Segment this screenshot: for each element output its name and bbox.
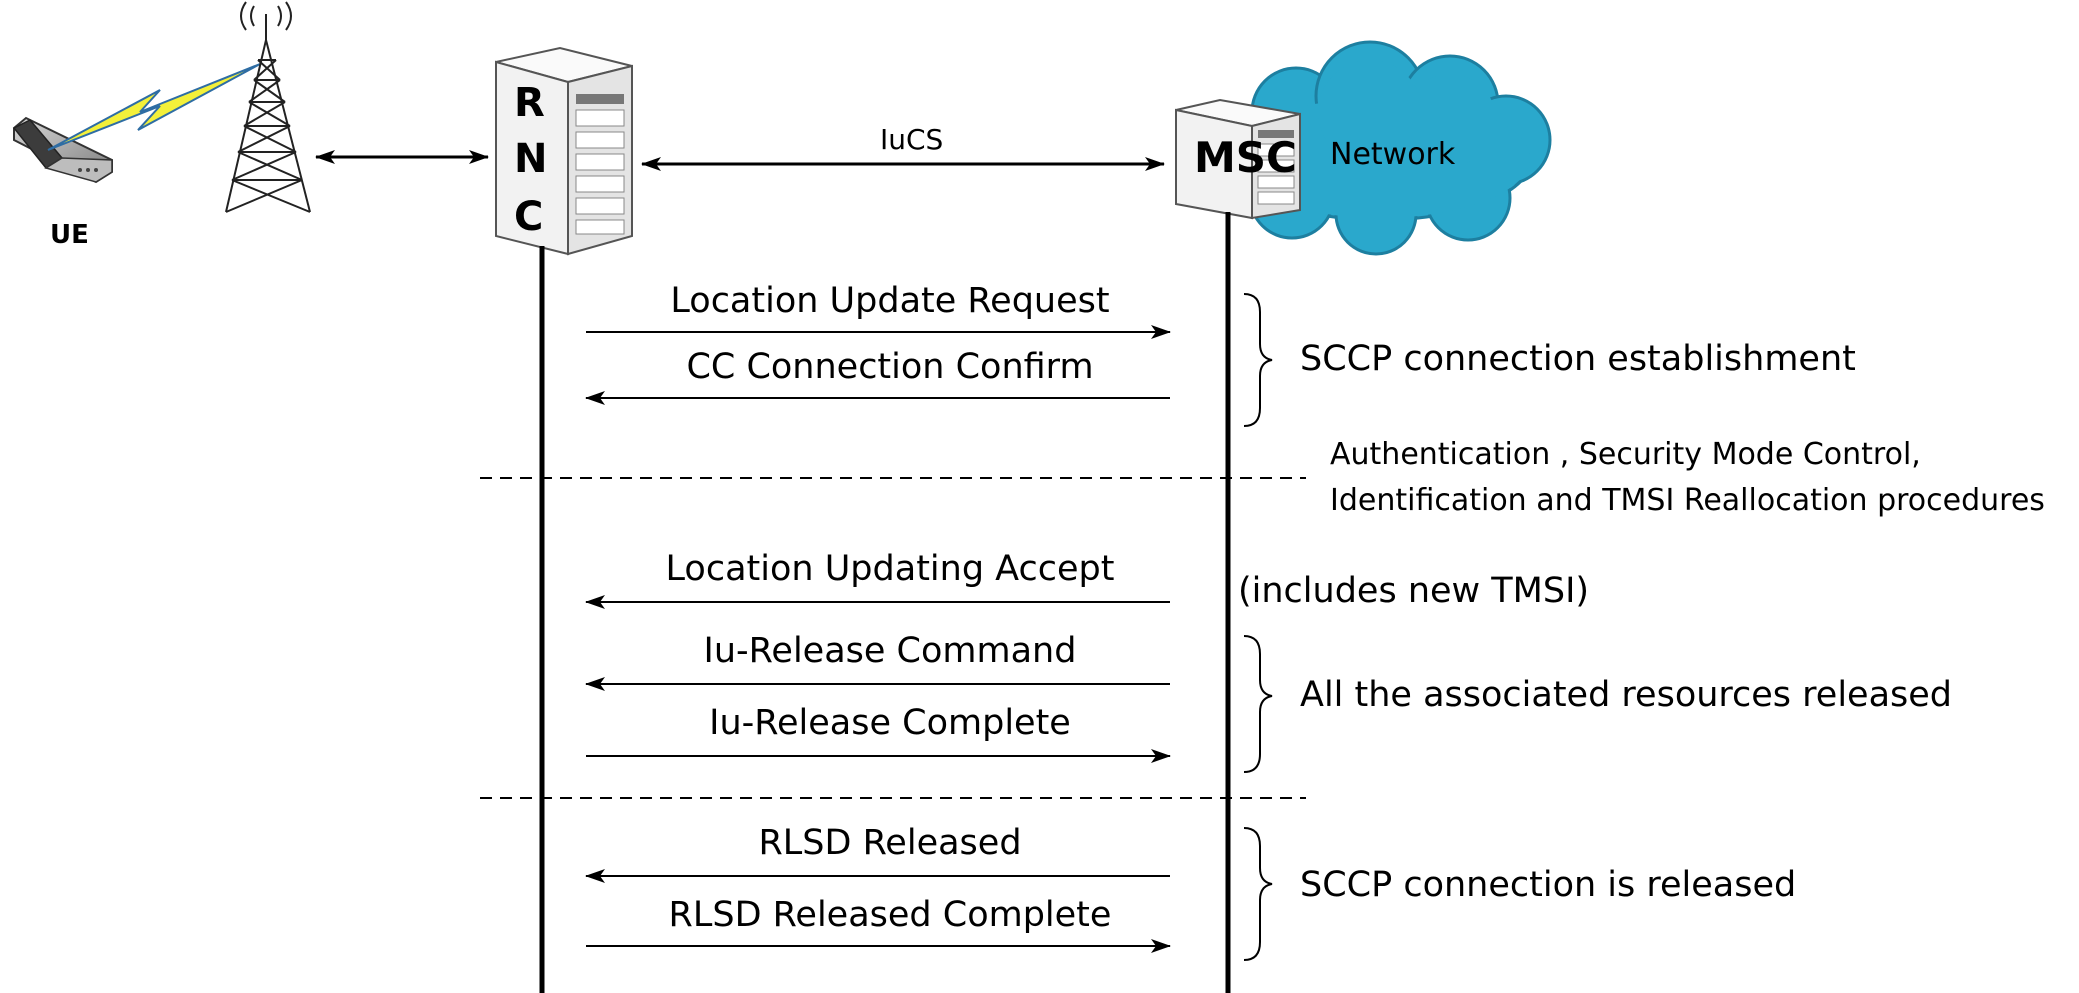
msg-location-update-request-label: Location Update Request — [670, 281, 1109, 321]
rnc-label-c: C — [514, 194, 543, 240]
annotation-new-tmsi: (includes new TMSI) — [1238, 571, 1589, 611]
rnc-label-r: R — [514, 80, 545, 126]
ue-label: UE — [50, 220, 89, 250]
annotation-sccp-establishment: SCCP connection establishment — [1300, 339, 1856, 379]
network-label: Network — [1330, 137, 1456, 172]
cell-tower-icon — [225, 1, 311, 213]
msg-iu-release-complete-label: Iu-Release Complete — [709, 703, 1071, 743]
brace-resources-released — [1243, 635, 1273, 773]
msc-label: MSC — [1194, 133, 1297, 182]
msg-rlsd-released-complete-label: RLSD Released Complete — [669, 895, 1112, 935]
annotation-resources-released: All the associated resources released — [1300, 675, 1952, 715]
annotation-procedures-line2: Identification and TMSI Reallocation pro… — [1330, 483, 2045, 518]
rnc-label-n: N — [514, 136, 547, 182]
msg-location-updating-accept-label: Location Updating Accept — [666, 549, 1115, 589]
annotation-procedures-line1: Authentication , Security Mode Control, — [1330, 437, 1921, 472]
rnc-server-icon — [495, 46, 633, 256]
brace-sccp-establishment — [1243, 293, 1273, 427]
brace-sccp-released — [1243, 827, 1273, 961]
msc-server-icon — [1175, 98, 1301, 220]
msg-iu-release-command-label: Iu-Release Command — [704, 631, 1077, 671]
iucs-label: IuCS — [880, 123, 943, 156]
msg-cc-connection-confirm-label: CC Connection Confirm — [686, 347, 1093, 387]
annotation-sccp-released: SCCP connection is released — [1300, 865, 1796, 905]
msg-rlsd-released-label: RLSD Released — [758, 823, 1021, 863]
radio-link-lightning-icon — [47, 63, 261, 151]
ue-phone-icon — [12, 116, 113, 184]
